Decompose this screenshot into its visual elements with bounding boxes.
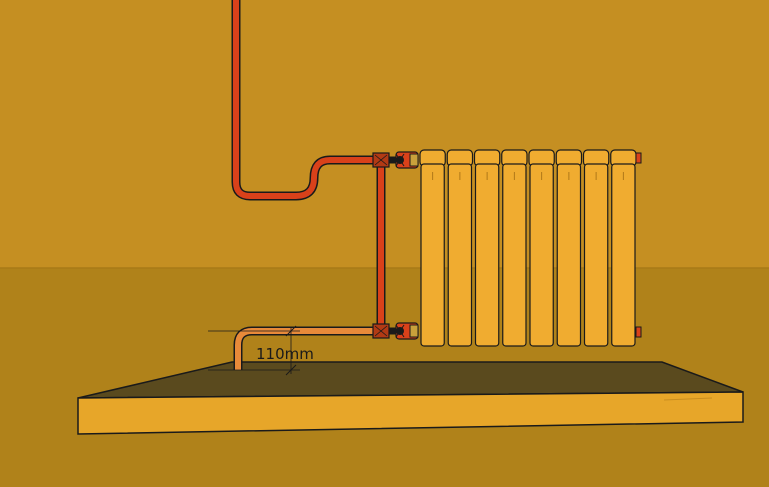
radiator-section: [528, 149, 555, 347]
radiator-section: [473, 149, 501, 347]
radiator-section: [582, 149, 610, 347]
radiator-section: [501, 149, 528, 347]
dimension-annotation: 110mm: [208, 325, 314, 376]
floor-board-hatch: [663, 397, 713, 401]
radiator: [419, 149, 642, 347]
dimension-tick-bottom: [285, 364, 297, 376]
floor-board-front: [77, 391, 744, 435]
valve-icon: [395, 322, 419, 340]
radiator-section: [419, 149, 446, 347]
floor-board: [77, 361, 744, 435]
dimension-tick-top: [285, 325, 297, 337]
radiator-section: [555, 149, 583, 347]
radiator-end-plug: [635, 152, 642, 164]
radiator-end-plug: [635, 326, 642, 338]
tee-fitting-icon: [372, 323, 390, 339]
dimension-label: 110mm: [256, 345, 314, 363]
radiator-section: [610, 149, 637, 347]
radiator-section: [446, 149, 474, 347]
tee-fitting-icon: [372, 152, 390, 168]
valve-icon: [395, 151, 419, 169]
supply-pipe: [231, 0, 382, 201]
